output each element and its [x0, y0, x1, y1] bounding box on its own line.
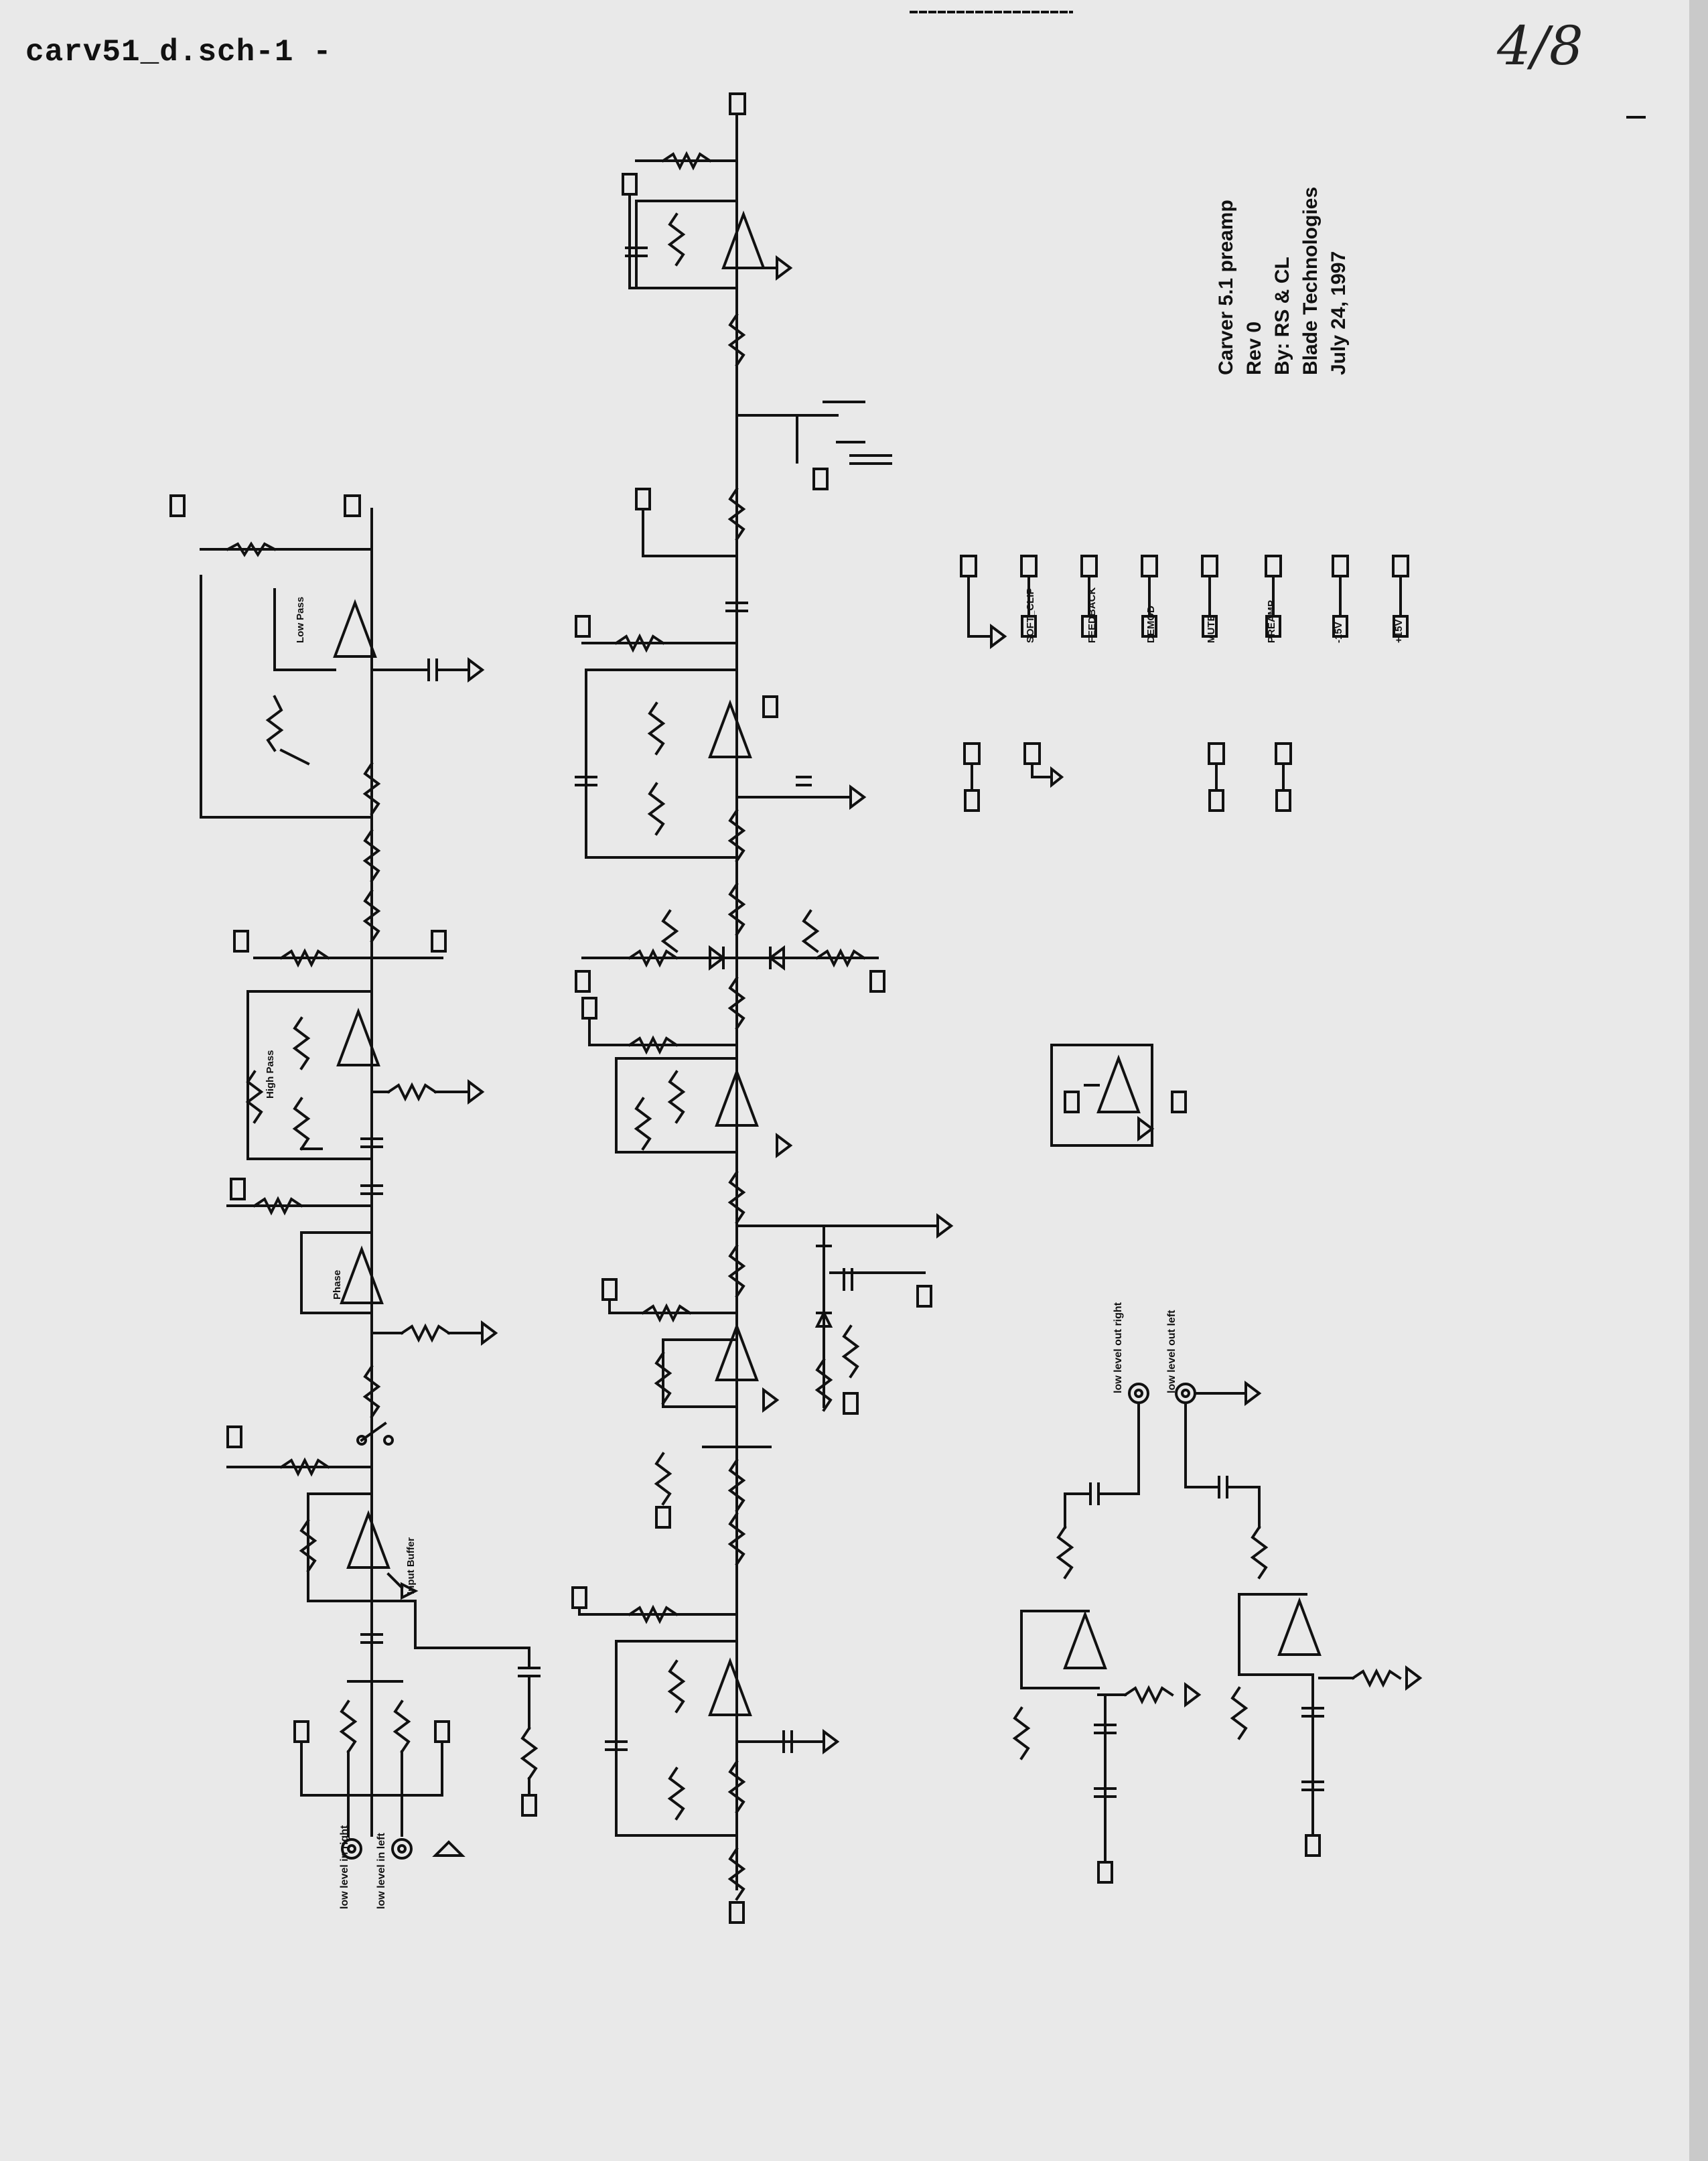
left-signal-chain [169, 494, 541, 1860]
middle-signal-chain [571, 92, 954, 1924]
spare-opamp [1050, 1044, 1187, 1147]
output-buffers [1012, 1381, 1423, 1884]
connector-headers [960, 555, 1409, 812]
page-edge [1689, 0, 1708, 2161]
file-label: carv51_d.sch-1 - [25, 35, 332, 70]
page-number: 4/8 [1497, 15, 1583, 77]
